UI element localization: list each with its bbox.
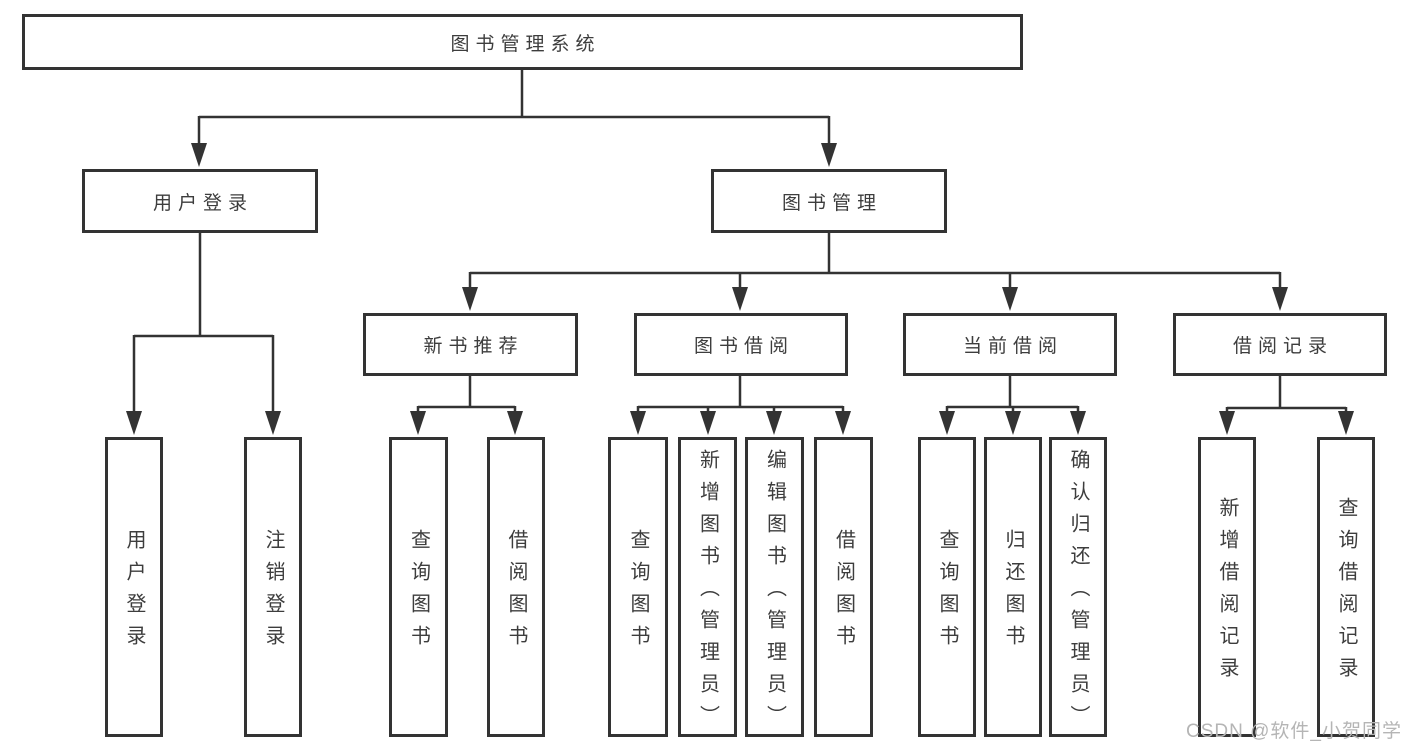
node-root-label: 图书管理系统 [450, 33, 601, 55]
node-current-borrow-label: 当前借阅 [962, 336, 1063, 357]
leaf-borrow-books-label: 借阅图书 [832, 529, 855, 657]
node-user-login-label: 用户登录 [152, 192, 253, 214]
leaf-user-login-label: 用户登录 [123, 529, 145, 657]
leaf-query-books-current-label: 查询图书 [936, 529, 958, 657]
arrowhead [700, 411, 716, 435]
leaf-borrow-books-recommend: 借阅图书 [487, 437, 545, 737]
arrowhead [1272, 287, 1288, 311]
leaf-confirm-return-admin: 确认归还（管理员） [1049, 437, 1107, 737]
node-root: 图书管理系统 [22, 14, 1023, 70]
node-borrow-records: 借阅记录 [1173, 313, 1387, 376]
node-new-book-recommend-label: 新书推荐 [423, 336, 524, 357]
arrowhead [265, 411, 281, 435]
leaf-add-book-admin: 新增图书（管理员） [678, 437, 737, 737]
arrowhead [821, 143, 837, 167]
arrowhead [410, 411, 426, 435]
node-borrow-records-label: 借阅记录 [1232, 336, 1333, 357]
node-book-management-label: 图书管理 [781, 192, 882, 214]
arrowhead [1005, 411, 1021, 435]
arrowhead [1219, 411, 1235, 435]
connector-root-to-level1 [197, 68, 831, 146]
connector-user-login-split [132, 231, 275, 416]
leaf-confirm-return-admin-label: 确认归还（管理员） [1067, 449, 1089, 737]
arrowhead [191, 143, 207, 167]
leaf-user-login: 用户登录 [105, 437, 163, 737]
leaf-return-book-label: 归还图书 [1002, 529, 1024, 657]
connector-book-management-split [468, 231, 1282, 290]
leaf-borrow-books: 借阅图书 [814, 437, 873, 737]
leaf-add-book-admin-label: 新增图书（管理员） [696, 449, 719, 737]
connector-current-borrow-split [945, 374, 1080, 416]
arrowhead [507, 411, 523, 435]
arrowhead [1070, 411, 1086, 435]
arrowhead [939, 411, 955, 435]
leaf-edit-book-admin: 编辑图书（管理员） [745, 437, 804, 737]
arrowhead [766, 411, 782, 435]
node-new-book-recommend: 新书推荐 [363, 313, 578, 376]
leaf-add-borrow-record-label: 新增借阅记录 [1216, 497, 1238, 689]
leaf-logout: 注销登录 [244, 437, 302, 737]
leaf-query-borrow-record: 查询借阅记录 [1317, 437, 1375, 737]
arrowhead [462, 287, 478, 311]
leaf-edit-book-admin-label: 编辑图书（管理员） [763, 449, 786, 737]
csdn-watermark: CSDN @软件_小贺同学 [1186, 721, 1402, 742]
leaf-borrow-books-recommend-label: 借阅图书 [505, 529, 527, 657]
leaf-query-books-borrow: 查询图书 [608, 437, 668, 737]
arrowhead [1338, 411, 1354, 435]
node-book-management: 图书管理 [711, 169, 947, 233]
leaf-return-book: 归还图书 [984, 437, 1042, 737]
node-book-borrow: 图书借阅 [634, 313, 848, 376]
arrowhead [126, 411, 142, 435]
arrowhead [835, 411, 851, 435]
arrowhead [1002, 287, 1018, 311]
node-current-borrow: 当前借阅 [903, 313, 1117, 376]
arrowhead [732, 287, 748, 311]
leaf-add-borrow-record: 新增借阅记录 [1198, 437, 1256, 737]
connector-borrow-record-split [1225, 374, 1348, 416]
arrowhead [630, 411, 646, 435]
leaf-query-books-borrow-label: 查询图书 [627, 529, 649, 657]
connector-new-book-split [416, 374, 517, 416]
leaf-query-borrow-record-label: 查询借阅记录 [1335, 497, 1357, 689]
node-user-login: 用户登录 [82, 169, 318, 233]
leaf-query-books-recommend: 查询图书 [389, 437, 448, 737]
connector-book-borrow-split [636, 374, 845, 416]
leaf-logout-label: 注销登录 [262, 529, 284, 657]
node-book-borrow-label: 图书借阅 [693, 336, 794, 357]
leaf-query-books-current: 查询图书 [918, 437, 976, 737]
leaf-query-books-recommend-label: 查询图书 [407, 529, 430, 657]
